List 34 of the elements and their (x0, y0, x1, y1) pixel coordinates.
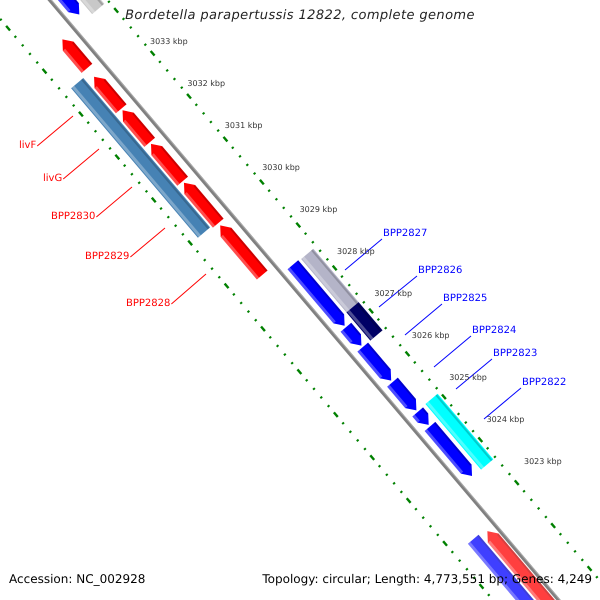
gene-label: BPP2829 (85, 251, 130, 263)
leader-line (404, 304, 442, 336)
leader-line (96, 186, 132, 218)
gene-label: BPP2826 (418, 265, 462, 277)
tick-label: 3026 kbp (412, 331, 450, 340)
leader-line (130, 228, 166, 258)
gene-label: BPP2823 (493, 348, 538, 360)
gene-label: BPP2827 (383, 228, 428, 240)
tick-label: 3033 kbp (150, 37, 188, 46)
tick-label: 3030 kbp (262, 163, 300, 172)
tick-label: 3031 kbp (224, 121, 262, 130)
leader-line (344, 238, 382, 270)
tick-label: 3025 kbp (449, 373, 487, 382)
tick-label: 3027 kbp (374, 289, 412, 298)
gene-label: BPP2822 (522, 377, 566, 389)
accession-label: Accession: NC_002928 (9, 573, 146, 587)
gene-label: BPP2824 (472, 325, 516, 337)
gene-label: BPP2828 (126, 298, 170, 310)
leader-line (456, 358, 492, 390)
leader-line (36, 116, 74, 146)
tick-label: 3032 kbp (187, 79, 226, 88)
tick-label: 3023 kbp (524, 457, 562, 466)
tick-label: 3024 kbp (486, 415, 524, 424)
gene-label: livG (43, 173, 62, 185)
leader-line (378, 276, 418, 308)
leader-line (62, 148, 100, 180)
leader-line (170, 274, 206, 304)
tick-label: 3029 kbp (300, 205, 338, 214)
leader-line (484, 388, 522, 420)
title: Bordetella parapertussis 12822, complete genome (125, 9, 475, 24)
gene-label: BPP2825 (443, 293, 488, 305)
gene-label: livF (19, 140, 36, 152)
gene-label: BPP2830 (51, 211, 96, 223)
leader-line (434, 336, 472, 368)
